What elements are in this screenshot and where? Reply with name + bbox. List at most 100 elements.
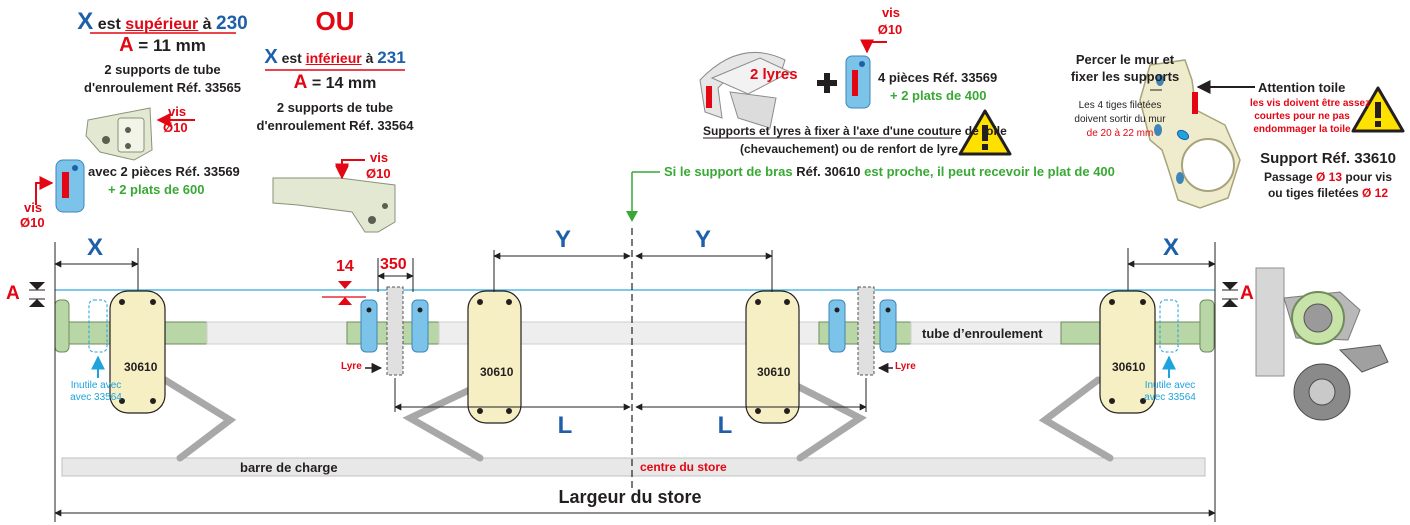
support-33610-illustration <box>1139 59 1241 209</box>
side-view-illustration <box>1255 267 1389 421</box>
x-letter-b: X <box>264 46 278 68</box>
x-letter: X <box>77 8 94 35</box>
optional-part-left <box>88 299 108 353</box>
cond-word-b: inférieur <box>305 50 362 66</box>
or-word: OU <box>315 6 355 36</box>
attention-line3: endommager la toile <box>1253 124 1351 135</box>
tube-label: tube d’enroulement <box>922 326 1043 341</box>
warning-icon-right <box>1351 86 1405 133</box>
l-dimension-right: L <box>717 412 733 439</box>
useless-left-line1: Inutile avec <box>70 380 122 391</box>
a-value: = 11 mm <box>138 36 206 55</box>
cond-text-b1: est <box>281 50 302 66</box>
case-a-line2: d'enroulement Réf. 33565 <box>84 80 241 95</box>
green-note-ref: Réf. 30610 <box>796 164 861 179</box>
bracket-33564-illustration <box>272 177 396 233</box>
y-dimension-right: Y <box>694 226 711 253</box>
center-label: centre du store <box>640 460 727 474</box>
useless-right-line1: Inutile avec <box>1144 380 1196 391</box>
pieces-top-line2: + 2 plats de 400 <box>890 88 987 103</box>
case-a-a-value: A = 11 mm <box>70 34 255 57</box>
rods-val: Ø 12 <box>1362 186 1389 200</box>
pieces-line1: avec 2 pièces Réf. 33569 <box>88 164 240 179</box>
piece-33569-top-illustration <box>845 55 871 109</box>
vis-label: vis <box>168 104 187 119</box>
attention-title: Attention toile <box>1258 80 1346 95</box>
useless-left-line2: avec 33564 <box>70 392 122 403</box>
rods-line3: de 20 à 22 mm <box>1086 128 1154 139</box>
vis-label-left: vis <box>24 200 43 215</box>
dim-350: 350 <box>380 256 407 273</box>
rods-size-line: ou tiges filetées Ø 12 <box>1248 186 1408 200</box>
cond-value-b: 231 <box>377 48 406 67</box>
case-b-a-value: A = 14 mm <box>255 72 415 94</box>
green-note: Si le support de bras Réf. 30610 est pro… <box>664 164 1115 179</box>
vis-label-top: vis <box>881 5 901 20</box>
case-b-line2: d'enroulement Réf. 33564 <box>256 118 414 133</box>
bracket-33565-illustration <box>85 107 153 161</box>
passage-a: Passage <box>1263 170 1313 184</box>
rods-line2: doivent sortir du mur <box>1074 114 1166 125</box>
bracket-ref-3: 30610 <box>757 365 791 379</box>
cond-text: est <box>97 16 121 33</box>
lyre-label-left: Lyre <box>341 361 362 372</box>
a-value-b: = 14 mm <box>311 75 377 92</box>
attention-line1: les vis doivent être assez <box>1250 98 1371 109</box>
diam-label-top: Ø10 <box>877 22 903 37</box>
diam-label-left: Ø10 <box>20 215 45 230</box>
x-dimension-right: X <box>1162 234 1179 261</box>
pieces-top-line1: 4 pièces Réf. 33569 <box>878 70 998 85</box>
lyre-label-right: Lyre <box>895 361 916 372</box>
lyre-pieces <box>360 286 897 376</box>
piece-33569-illustration <box>55 159 85 213</box>
load-bar-label: barre de charge <box>240 460 338 475</box>
case-a-line1: 2 supports de tube <box>104 62 221 77</box>
dim-14: 14 <box>336 258 354 275</box>
pieces-line2: + 2 plats de 600 <box>108 182 205 197</box>
attention-line2: courtes pour ne pas <box>1254 111 1350 122</box>
arm-brackets <box>109 290 1156 424</box>
load-bar <box>61 457 1206 477</box>
bracket-ref-1: 30610 <box>124 360 158 374</box>
threaded-rod-icon <box>1176 129 1190 141</box>
x-dimension-left: X <box>86 234 103 261</box>
passage-b: pour vis <box>1345 170 1393 184</box>
a-dimension-left: A <box>6 283 20 304</box>
warning-line1: Supports et lyres à fixer à l'axe d'une … <box>703 124 1007 138</box>
support-title: Support Réf. 33610 <box>1260 150 1396 167</box>
a-dimension-right: A <box>1240 283 1254 304</box>
vis-label-b: vis <box>370 150 389 165</box>
cond-value: 230 <box>216 13 248 34</box>
diam-label-b: Ø10 <box>366 166 391 181</box>
plus-icon <box>817 73 837 93</box>
green-note-b: est proche, il peut recevoir le plat de … <box>864 164 1115 179</box>
cond-text-b: à <box>202 16 212 33</box>
passage-line: Passage Ø 13 pour vis <box>1248 170 1408 184</box>
drill-line2: fixer les supports <box>1070 69 1180 84</box>
a-letter-b: A <box>293 72 308 93</box>
diam-label: Ø10 <box>163 120 188 135</box>
drill-line1: Percer le mur et <box>1075 52 1175 67</box>
cond-word: supérieur <box>125 16 199 33</box>
green-note-a: Si le support de bras <box>664 164 793 179</box>
useless-right-line2: avec 33564 <box>1144 392 1196 403</box>
bracket-ref-2: 30610 <box>480 365 514 379</box>
awning-arms <box>161 376 1114 462</box>
a-letter: A <box>119 34 134 56</box>
lyres-illustration <box>699 51 792 129</box>
warning-line2: (chevauchement) ou de renfort de lyre <box>740 142 959 156</box>
l-dimension-left: L <box>557 412 573 439</box>
cond-text-b2: à <box>365 50 374 66</box>
case-a-condition: X est supérieur à 230 <box>70 8 255 36</box>
passage-val: Ø 13 <box>1316 170 1343 184</box>
bracket-ref-4: 30610 <box>1112 360 1146 374</box>
lyres-label: 2 lyres <box>750 66 798 83</box>
y-dimension-left: Y <box>554 226 571 253</box>
case-b-condition: X est inférieur à 231 <box>255 46 415 69</box>
width-label: Largeur du store <box>558 487 702 507</box>
rods-line1: Les 4 tiges filetées <box>1078 100 1162 111</box>
warning-icon <box>958 109 1012 156</box>
case-b-line1: 2 supports de tube <box>276 100 394 115</box>
